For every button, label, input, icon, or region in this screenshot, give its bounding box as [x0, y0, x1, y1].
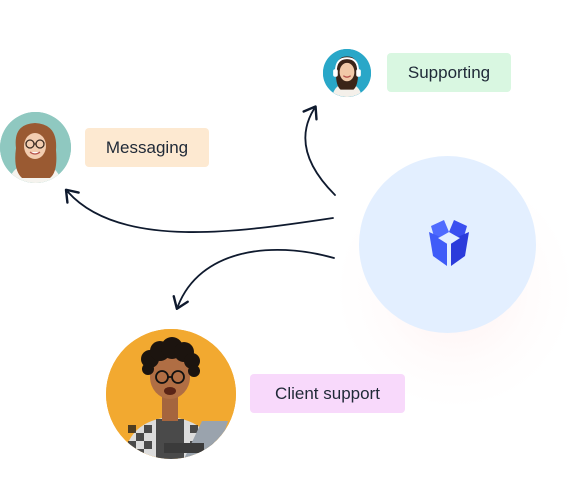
cube-logo-icon: [429, 220, 469, 266]
supporting-pill: Supporting: [387, 53, 511, 92]
client-support-pill: Client support: [250, 374, 405, 413]
woman-headset-avatar: [321, 47, 373, 99]
arrow-to-messaging: [64, 188, 334, 233]
supporting-label: Supporting: [407, 62, 491, 82]
messaging-pill: Messaging: [85, 128, 209, 167]
man-laptop-avatar: [106, 329, 236, 459]
woman-glasses-avatar: [0, 112, 71, 183]
client-support-label: Client support: [275, 383, 380, 403]
messaging-label: Messaging: [105, 137, 189, 157]
arrow-to-client-support: [172, 249, 335, 310]
arrow-to-supporting: [302, 105, 336, 196]
hub-circle: [359, 156, 536, 333]
